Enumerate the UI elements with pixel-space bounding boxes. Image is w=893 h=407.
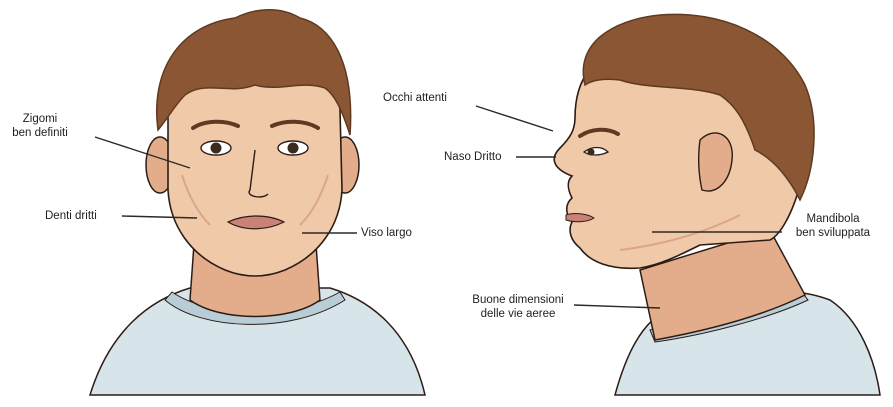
label-mandibola: Mandibola ben sviluppata — [789, 212, 877, 240]
label-denti: Denti dritti — [45, 209, 97, 223]
label-vie-line2: delle vie aeree — [463, 307, 573, 321]
label-zigomi-line1: Zigomi — [8, 112, 72, 126]
label-occhi: Occhi attenti — [383, 91, 447, 105]
label-mandibola-line2: ben sviluppata — [789, 226, 877, 240]
front-face-illustration — [90, 10, 425, 395]
connector-occhi — [476, 106, 553, 131]
label-mandibola-line1: Mandibola — [789, 212, 877, 226]
label-viso: Viso largo — [361, 226, 412, 240]
label-vie-aeree: Buone dimensioni delle vie aeree — [463, 293, 573, 321]
profile-face-illustration — [554, 14, 880, 395]
label-zigomi: Zigomi ben definiti — [8, 112, 72, 140]
label-naso: Naso Dritto — [444, 150, 502, 164]
label-vie-line1: Buone dimensioni — [463, 293, 573, 307]
label-zigomi-line2: ben definiti — [8, 126, 72, 140]
